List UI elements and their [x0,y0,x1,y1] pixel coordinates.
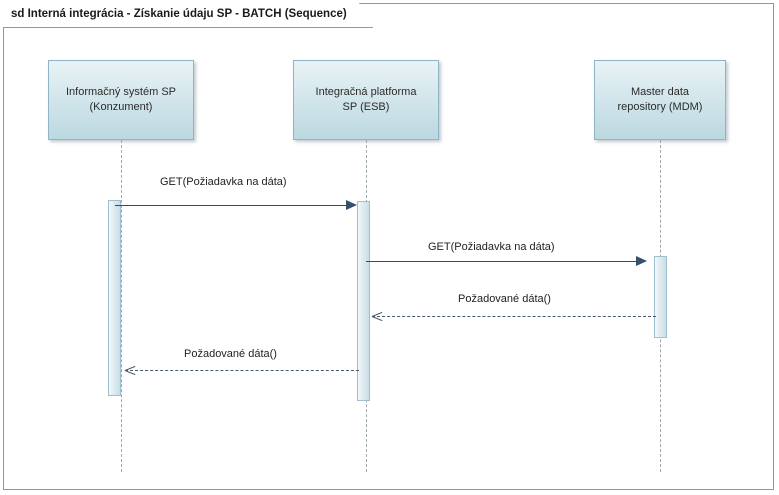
message-label-1: GET(Požiadavka na dáta) [160,176,287,188]
lifeline-konzument-label-2: (Konzument) [89,101,153,113]
lifeline-konzument-label-1: Informačný systém SP [65,86,177,98]
lifeline-line-konzument [121,140,122,472]
lifeline-header-mdm[interactable]: Master data repository (MDM) [594,60,726,140]
lifeline-header-esb[interactable]: Integračná platforma SP (ESB) [293,60,439,140]
activation-bar-mdm [654,256,667,338]
lifeline-mdm-label-1: Master data [630,86,690,98]
message-label-3: Požadované dáta() [458,293,551,305]
message-line-3 [372,316,656,317]
diagram-frame-label: sd Interná integrácia - Získanie údaju S… [3,3,373,28]
message-arrowhead-2 [636,256,647,266]
lifeline-header-konzument[interactable]: Informačný systém SP (Konzument) [48,60,194,140]
message-line-4 [125,370,359,371]
lifeline-esb-label-2: SP (ESB) [342,101,390,113]
activation-bar-esb [357,201,370,401]
message-label-2: GET(Požiadavka na dáta) [428,241,555,253]
message-arrowhead-1 [346,200,357,210]
message-line-2 [366,261,636,262]
lifeline-esb-label-1: Integračná platforma [315,86,417,98]
activation-bar-konzument [108,200,121,396]
message-label-4: Požadované dáta() [184,348,277,360]
message-line-1 [115,205,346,206]
lifeline-mdm-label-2: repository (MDM) [617,101,703,113]
